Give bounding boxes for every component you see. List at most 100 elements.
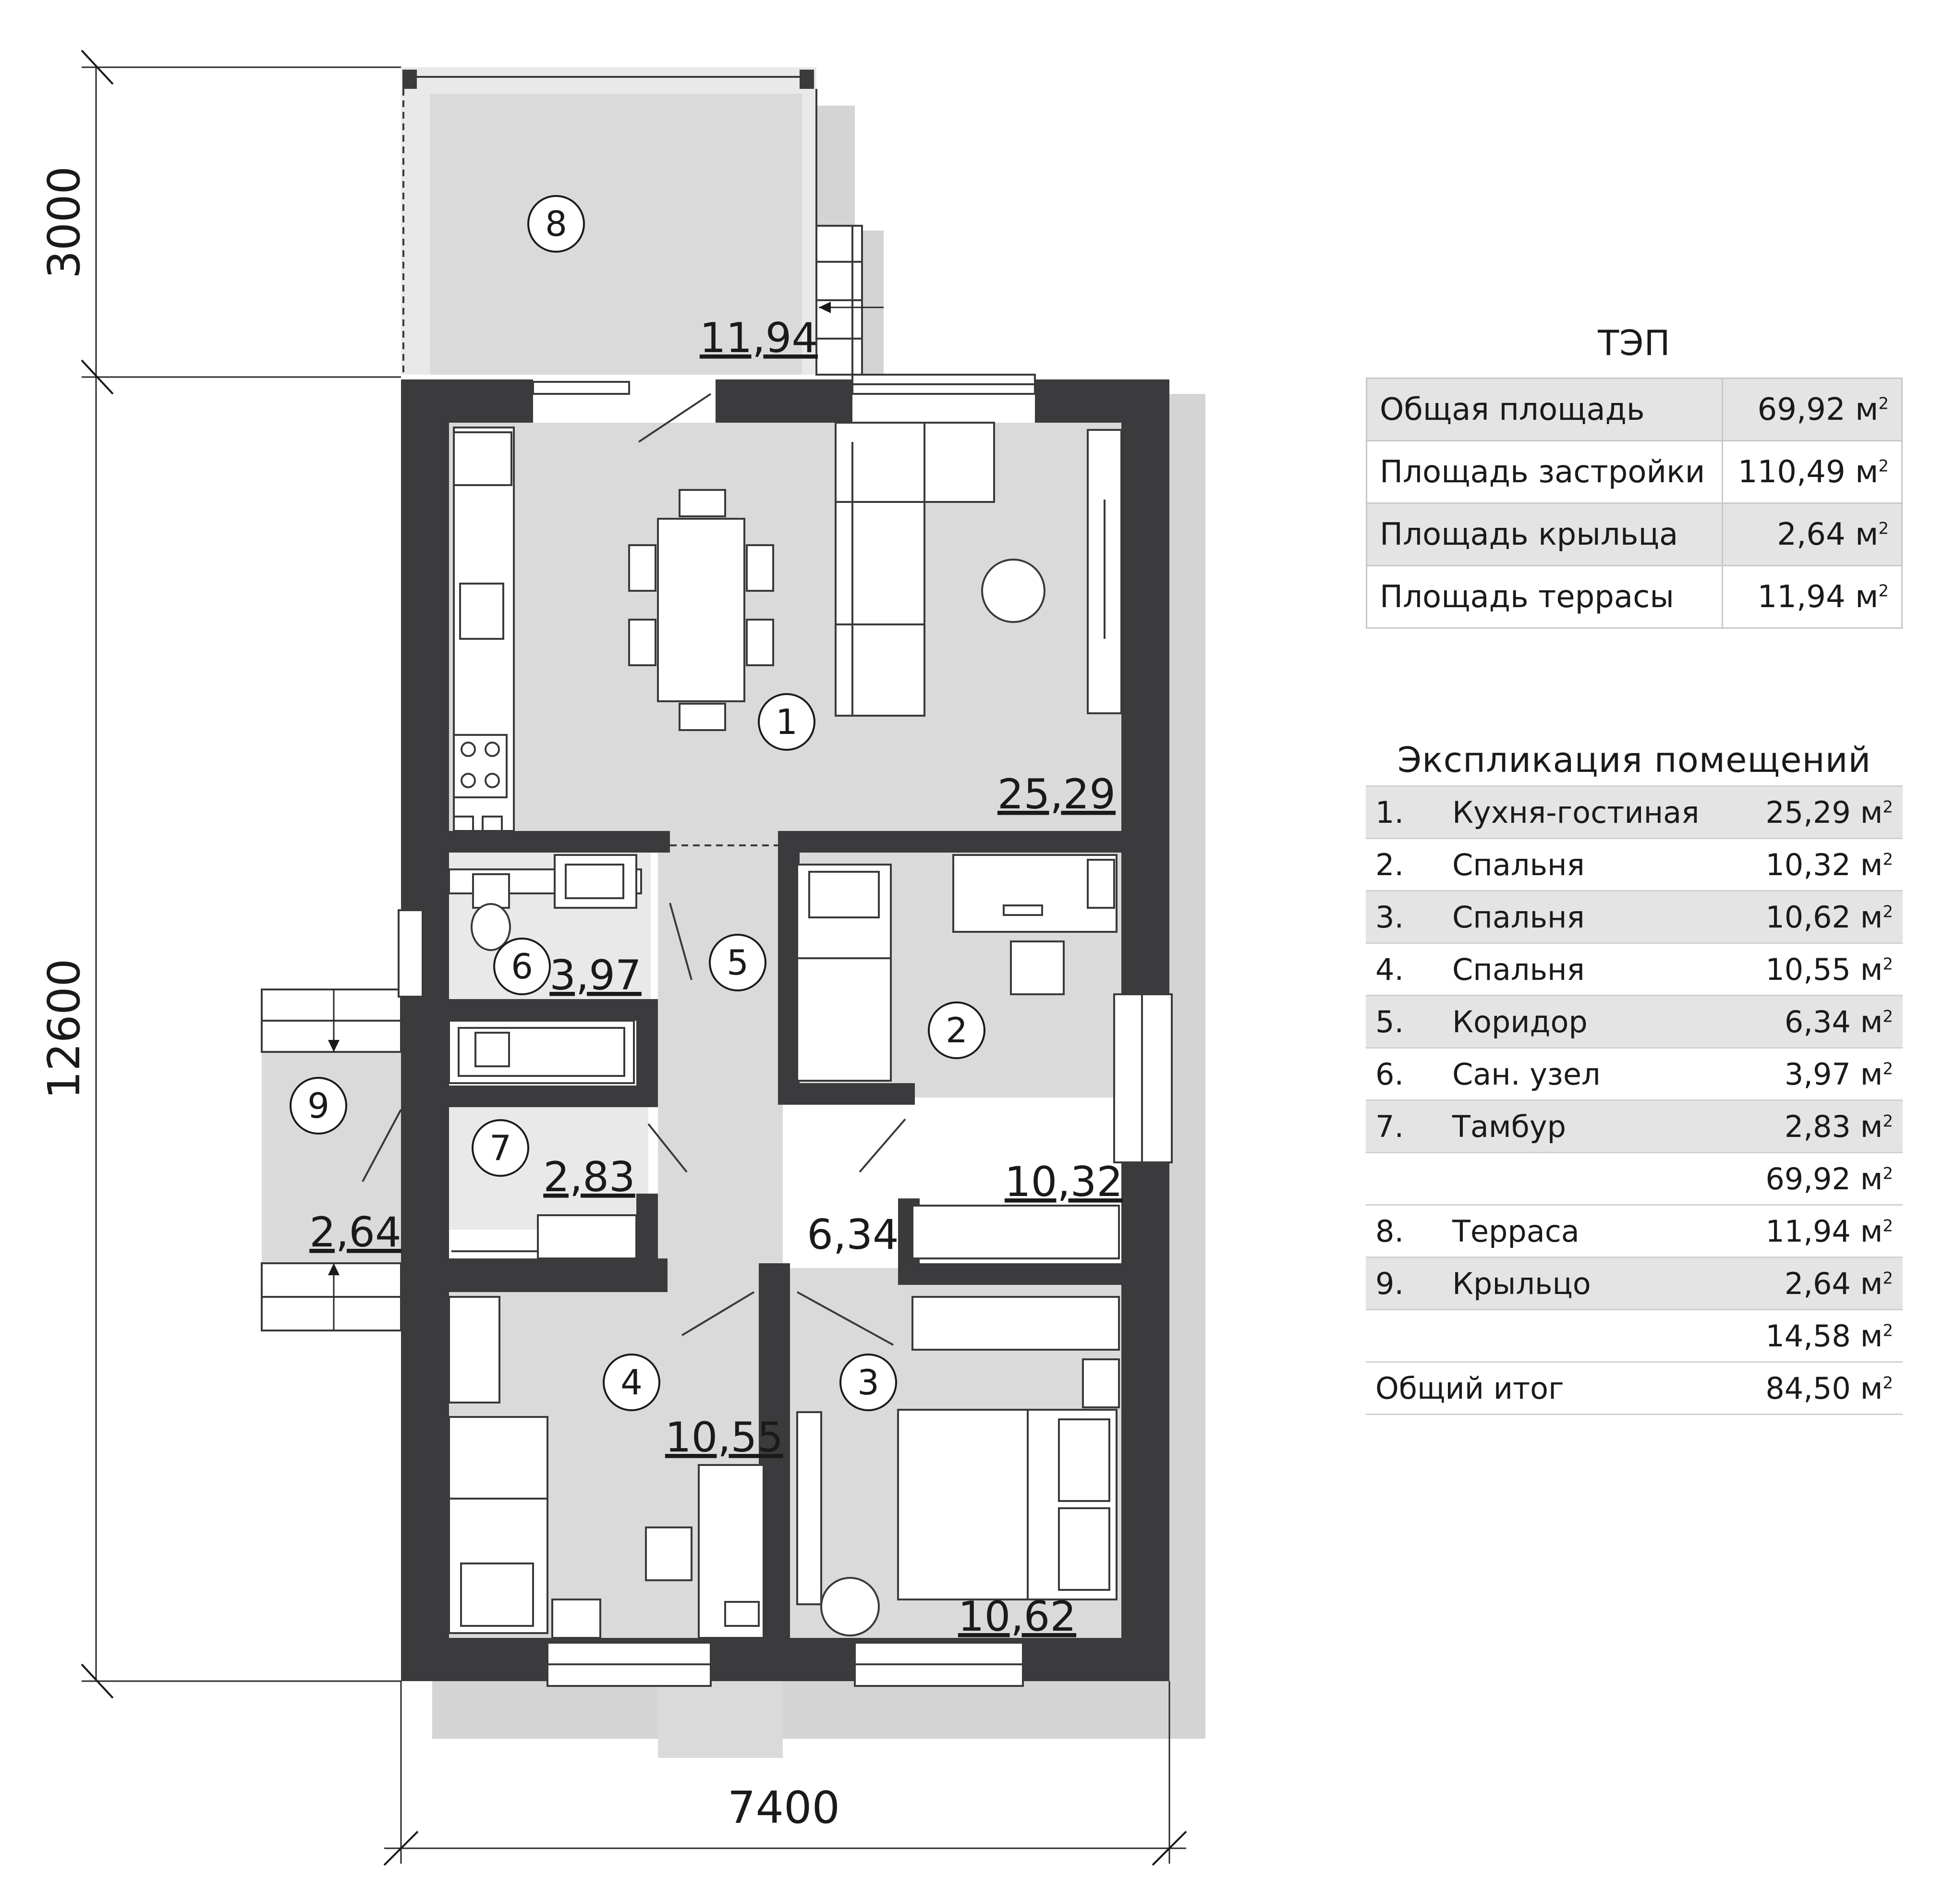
room-number: 4 <box>620 1362 643 1403</box>
tep-label: Площадь застройки <box>1365 440 1724 504</box>
room-marker-6: 6 <box>493 938 551 995</box>
room-area-9: 2,64 <box>309 1208 401 1257</box>
tep-value: 110,49 <box>1737 454 1846 490</box>
room-marker-5: 5 <box>709 934 766 991</box>
room-number: 7 <box>489 1128 511 1168</box>
exp-total: 84,50 <box>1765 1370 1851 1406</box>
unit: м <box>1860 794 1883 830</box>
exp-num: 3. <box>1366 890 1443 944</box>
table-row: Общий итог 84,50 м2 <box>1366 1361 1903 1415</box>
exp-num <box>1366 1309 1443 1363</box>
unit: м <box>1860 847 1883 882</box>
room-marker-3: 3 <box>839 1354 897 1411</box>
exp-value: 6,34 <box>1784 1004 1851 1039</box>
exp-name: Крыльцо <box>1443 1257 1739 1310</box>
table-row: Общая площадь 69,92 м2 <box>1365 378 1903 441</box>
room-markers: 1 2 3 4 5 6 7 8 9 <box>290 195 985 1411</box>
room-number: 8 <box>545 204 567 244</box>
unit: м <box>1860 899 1883 935</box>
windows <box>398 374 1173 1687</box>
room-marker-7: 7 <box>472 1119 529 1177</box>
exp-value: 10,55 <box>1765 952 1851 987</box>
exp-name <box>1443 1309 1739 1363</box>
room-number: 2 <box>946 1010 968 1050</box>
unit: м <box>1860 952 1883 987</box>
dimension-house-width: 7400 <box>728 1782 840 1833</box>
table-row: 8. Терраса 11,94 м2 <box>1366 1204 1903 1258</box>
room-area-3: 10,62 <box>958 1593 1076 1641</box>
exp-num: 2. <box>1366 838 1443 891</box>
bedroom-3-furniture <box>796 1358 1120 1636</box>
room-marker-1: 1 <box>758 693 815 751</box>
exp-value: 11,94 <box>1765 1213 1851 1249</box>
room-areas: 25,29 10,32 10,62 10,55 6,34 3,97 2,83 1… <box>309 314 1123 1641</box>
terrace <box>401 67 884 376</box>
exp-num: 1. <box>1366 785 1443 839</box>
exp-name: Спальня <box>1443 942 1739 996</box>
table-row: 9. Крыльцо 2,64 м2 <box>1366 1257 1903 1310</box>
wall-shadows <box>432 106 1205 1739</box>
exp-name: Тамбур <box>1443 1099 1739 1153</box>
tep-title: ТЭП <box>1598 323 1671 363</box>
exp-num <box>1366 1152 1443 1206</box>
room-marker-8: 8 <box>527 195 585 253</box>
room-number: 9 <box>307 1086 329 1126</box>
room-number: 5 <box>727 942 749 983</box>
exp-name: Сан. узел <box>1443 1047 1739 1101</box>
tep-label: Площадь крыльца <box>1365 502 1724 566</box>
tep-value: 2,64 <box>1777 516 1846 552</box>
unit: м <box>1860 1213 1883 1249</box>
exp-name: Терраса <box>1443 1204 1739 1258</box>
exp-num: 6. <box>1366 1047 1443 1101</box>
exp-name: Спальня <box>1443 838 1739 891</box>
unit: м <box>1860 1109 1883 1144</box>
vestibule-storage <box>451 1214 637 1259</box>
unit: м <box>1855 516 1879 552</box>
exp-name: Коридор <box>1443 995 1739 1049</box>
unit: м <box>1855 391 1879 427</box>
unit: м <box>1855 579 1879 615</box>
tep-value: 69,92 <box>1757 391 1846 427</box>
table-row: Площадь крыльца 2,64 м2 <box>1365 502 1903 566</box>
tep-label: Общая площадь <box>1365 378 1724 441</box>
table-row: 6. Сан. узел 3,97 м2 <box>1366 1047 1903 1101</box>
room-area-1: 25,29 <box>997 770 1116 818</box>
table-row: Площадь застройки 110,49 м2 <box>1365 440 1903 504</box>
unit: м <box>1860 1266 1883 1301</box>
exp-num: 5. <box>1366 995 1443 1049</box>
exp-subtotal: 69,92 <box>1765 1161 1851 1196</box>
room-area-7: 2,83 <box>543 1153 635 1201</box>
tep-value: 11,94 <box>1757 579 1846 615</box>
room-area-2: 10,32 <box>1005 1158 1123 1206</box>
table-row: 2. Спальня 10,32 м2 <box>1366 838 1903 891</box>
tep-table: Общая площадь 69,92 м2 Площадь застройки… <box>1365 378 1903 629</box>
room-area-5: 6,34 <box>807 1211 899 1259</box>
room-area-4: 10,55 <box>665 1414 783 1462</box>
table-row: 4. Спальня 10,55 м2 <box>1366 942 1903 996</box>
table-row: 14,58 м2 <box>1366 1309 1903 1363</box>
table-row: 3. Спальня 10,62 м2 <box>1366 890 1903 944</box>
exp-name: Спальня <box>1443 890 1739 944</box>
exp-num: 9. <box>1366 1257 1443 1310</box>
explication-title: Экспликация помещений <box>1397 740 1871 780</box>
unit: м <box>1860 1161 1883 1196</box>
room-marker-2: 2 <box>928 1001 985 1059</box>
table-row: 7. Тамбур 2,83 м2 <box>1366 1099 1903 1153</box>
room-area-6: 3,97 <box>549 952 641 1000</box>
room-marker-4: 4 <box>603 1354 660 1411</box>
unit: м <box>1860 1056 1883 1092</box>
tep-label: Площадь террасы <box>1365 565 1724 629</box>
room-number: 3 <box>857 1362 879 1403</box>
unit: м <box>1855 454 1879 490</box>
exp-name: Кухня-гостиная <box>1443 785 1739 839</box>
explication-table: 1. Кухня-гостиная 25,29 м2 2. Спальня 10… <box>1366 785 1903 1415</box>
bathroom-fixtures <box>448 854 642 1084</box>
exp-total-label: Общий итог <box>1366 1361 1739 1415</box>
exp-value: 10,62 <box>1765 899 1851 935</box>
exp-subtotal: 14,58 <box>1765 1318 1851 1354</box>
table-row: 5. Коридор 6,34 м2 <box>1366 995 1903 1049</box>
unit: м <box>1860 1370 1883 1406</box>
exp-value: 3,97 <box>1784 1056 1851 1092</box>
room-number: 6 <box>511 946 533 987</box>
